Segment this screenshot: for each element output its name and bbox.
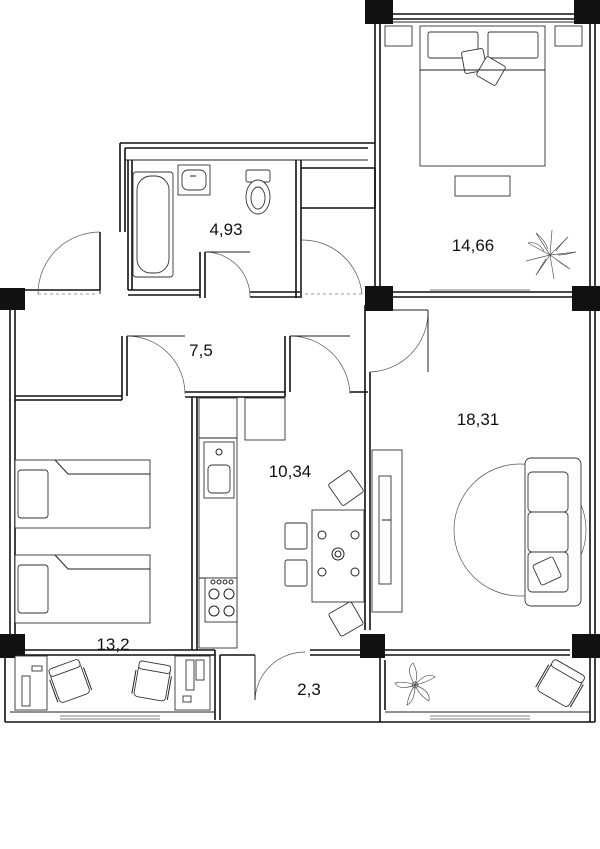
area-label-kitchen: 10,34	[269, 462, 312, 481]
kitchen-furniture	[198, 397, 365, 649]
bedroom-furniture	[384, 25, 583, 197]
desk	[14, 655, 48, 711]
nightstand	[384, 25, 413, 47]
area-label-kids-room: 13,2	[96, 635, 129, 654]
area-label-bedroom: 14,66	[452, 236, 495, 255]
dining-table	[311, 509, 365, 603]
chair-icon	[48, 659, 93, 703]
plant-icon	[525, 229, 577, 280]
living-room-furniture	[371, 449, 587, 708]
chair	[284, 522, 308, 550]
chair	[328, 601, 364, 637]
plant-icon	[394, 662, 436, 706]
doors	[37, 231, 429, 701]
bathroom-fixtures	[132, 164, 271, 278]
area-label-living-room: 18,31	[457, 410, 500, 429]
chair	[284, 559, 308, 587]
chair-icon	[131, 660, 172, 702]
area-label-hallway: 7,5	[189, 341, 213, 360]
fridge	[244, 397, 286, 441]
area-label-balcony: 2,3	[297, 680, 321, 699]
area-label-bathroom: 4,93	[209, 220, 242, 239]
round-rug	[453, 463, 587, 597]
kids-room-furniture	[14, 459, 211, 711]
bench	[454, 175, 511, 197]
nightstand	[554, 25, 583, 47]
chair	[328, 470, 364, 506]
walls	[4, 12, 596, 723]
area-labels: 4,93 14,66 7,5 18,31 10,34 13,2 2,3	[96, 220, 499, 699]
structural-columns	[0, 0, 600, 658]
armchair-icon	[535, 659, 585, 708]
